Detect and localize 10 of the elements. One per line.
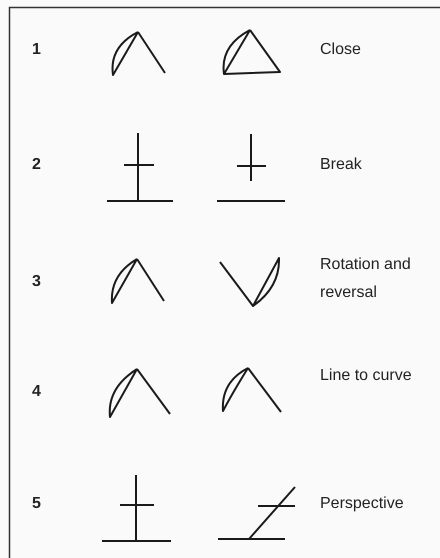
transformation-label: Line to curve [320,367,412,384]
row-number: 5 [32,495,41,512]
transformation-label: Rotation and reversal [320,256,411,301]
row-number: 4 [32,383,41,400]
transformation-label: Close [320,41,361,58]
row-number: 2 [32,156,41,173]
transformation-label: Perspective [320,495,404,512]
transformation-label: Break [320,156,362,173]
row-number: 1 [32,41,41,58]
row-number: 3 [32,273,41,290]
